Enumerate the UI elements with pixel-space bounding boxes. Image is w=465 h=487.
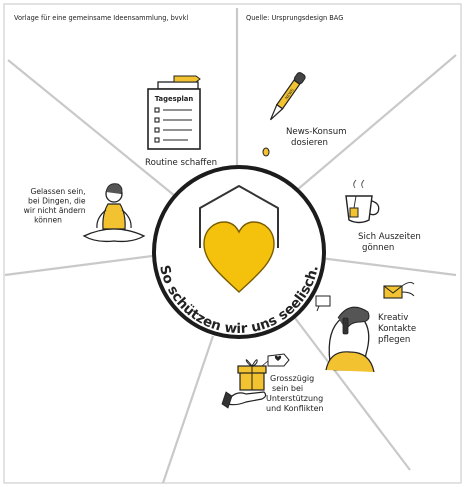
- flying-envelope-icon: [383, 281, 415, 299]
- clipboard-title: Tagesplan: [155, 95, 194, 103]
- ray-left: [4, 253, 161, 277]
- segment-contacts-label: Kreativ Kontakte pflegen: [378, 313, 419, 345]
- segment-news-label: News-Konsum dosieren: [286, 127, 349, 148]
- segment-contacts: Kreativ Kontakte pflegen: [315, 281, 419, 373]
- clipboard-icon: Tagesplan: [147, 75, 201, 150]
- ray-bottom-right: [294, 317, 411, 471]
- center-badge: So schützen wir uns seelisch.: [152, 165, 326, 339]
- house-outline-icon: [199, 185, 279, 248]
- tag-heart-icon: [261, 353, 290, 367]
- ray-right: [319, 256, 457, 277]
- meditating-person-icon: [82, 183, 146, 243]
- teacup-icon: [345, 179, 380, 224]
- segment-timeout: Sich Auszeiten gönnen: [345, 179, 424, 253]
- heart-icon: [203, 221, 275, 293]
- phone-person-icon: [325, 306, 375, 373]
- segment-generosity-label: Grosszügig sein bei Unterstützung und Ko…: [266, 374, 326, 413]
- segment-routine: Tagesplan Routine schaffen: [145, 75, 217, 168]
- segment-routine-label: Routine schaffen: [145, 158, 217, 168]
- ray-top-left: [7, 59, 176, 197]
- segment-rays: [4, 8, 457, 484]
- segment-timeout-label: Sich Auszeiten gönnen: [358, 232, 424, 253]
- diagram-frame: [3, 3, 462, 484]
- dropper-icon: NEWS: [262, 72, 306, 157]
- header-right-note: Quelle: Ursprungsdesign BAG: [246, 14, 343, 22]
- segment-news: NEWS News-Konsum dosieren: [262, 72, 349, 157]
- dropper-label: NEWS: [284, 87, 295, 100]
- ray-top-right: [296, 54, 457, 191]
- header-left-note: Vorlage für eine gemeinsame Ideensammlun…: [14, 14, 188, 22]
- gift-hand-icon: [221, 359, 267, 409]
- segment-serenity-label: Gelassen sein, bei Dingen, die wir nicht…: [24, 187, 88, 225]
- ray-bottom: [161, 335, 215, 484]
- segment-serenity: Gelassen sein, bei Dingen, die wir nicht…: [24, 183, 146, 243]
- segment-generosity: Grosszügig sein bei Unterstützung und Ko…: [221, 353, 326, 413]
- speech-bubble-icon: [315, 295, 331, 312]
- drop-icon: [262, 147, 270, 157]
